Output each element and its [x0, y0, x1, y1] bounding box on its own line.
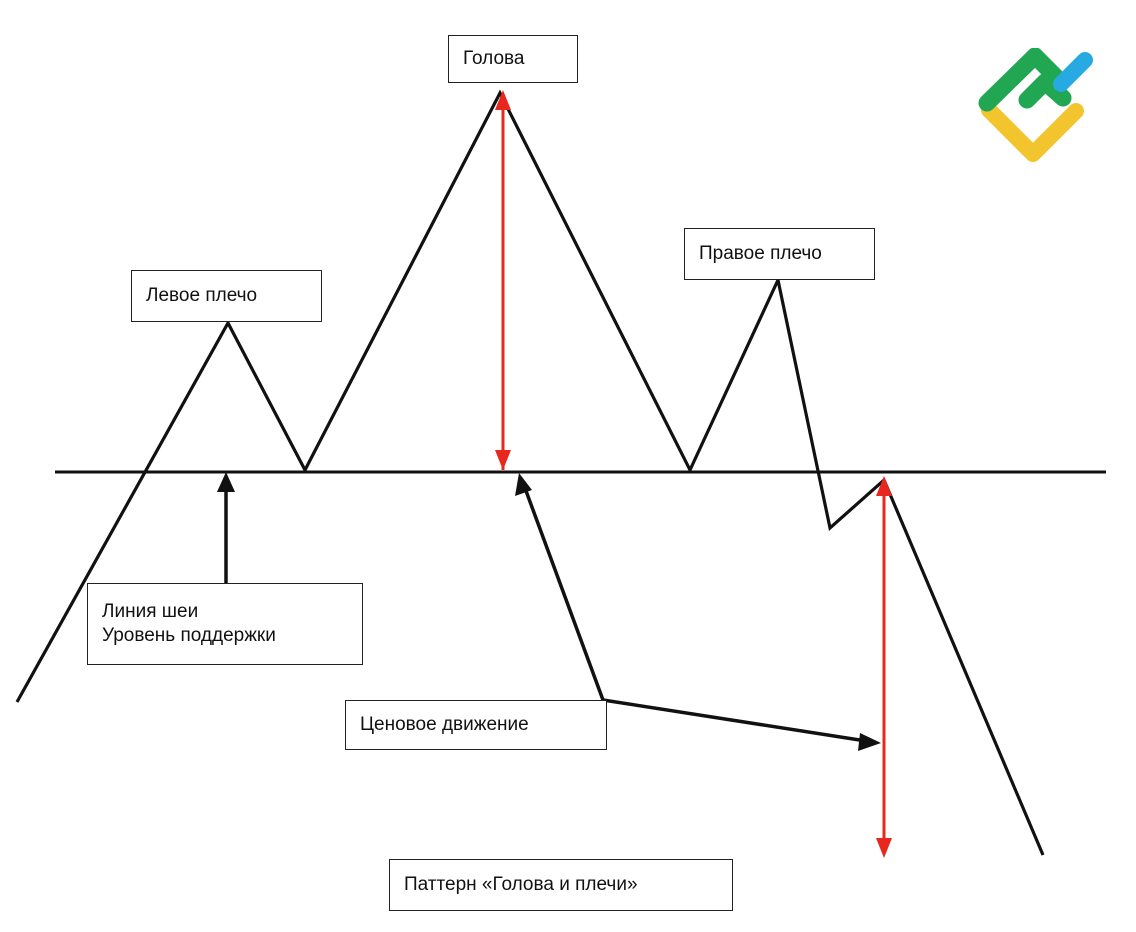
price-path-line [15, 89, 1045, 856]
brand-logo-icon [978, 48, 1093, 162]
neckline-label-line1: Линия шеи [102, 601, 199, 622]
head-height-arrowhead-top [495, 90, 511, 110]
price-movement-label-text: Ценовое движение [360, 714, 529, 735]
neckline-label-line2: Уровень поддержки [102, 625, 276, 646]
neckline-pointer-arrowhead [217, 472, 235, 492]
price-movement-arrow-right [602, 698, 867, 743]
price-movement-arrowhead-right [858, 733, 881, 751]
right-shoulder-label-text: Правое плечо [699, 243, 822, 264]
neckline-label: Линия шеи Уровень поддержки [87, 583, 363, 665]
target-arrowhead-top [876, 476, 892, 496]
pattern-title-text: Паттерн «Голова и плечи» [404, 874, 638, 895]
target-arrowhead-bottom [876, 838, 892, 858]
pattern-title-label: Паттерн «Голова и плечи» [389, 859, 733, 911]
head-label-text: Голова [463, 48, 525, 69]
price-movement-label: Ценовое движение [345, 700, 607, 750]
price-movement-arrowhead-left [515, 473, 532, 496]
right-shoulder-label: Правое плечо [684, 228, 875, 280]
head-label: Голова [448, 35, 578, 83]
left-shoulder-label-text: Левое плечо [146, 285, 258, 306]
price-movement-arrow-left [520, 479, 605, 701]
left-shoulder-label: Левое плечо [131, 270, 322, 322]
head-height-arrowhead-bottom [495, 450, 511, 470]
